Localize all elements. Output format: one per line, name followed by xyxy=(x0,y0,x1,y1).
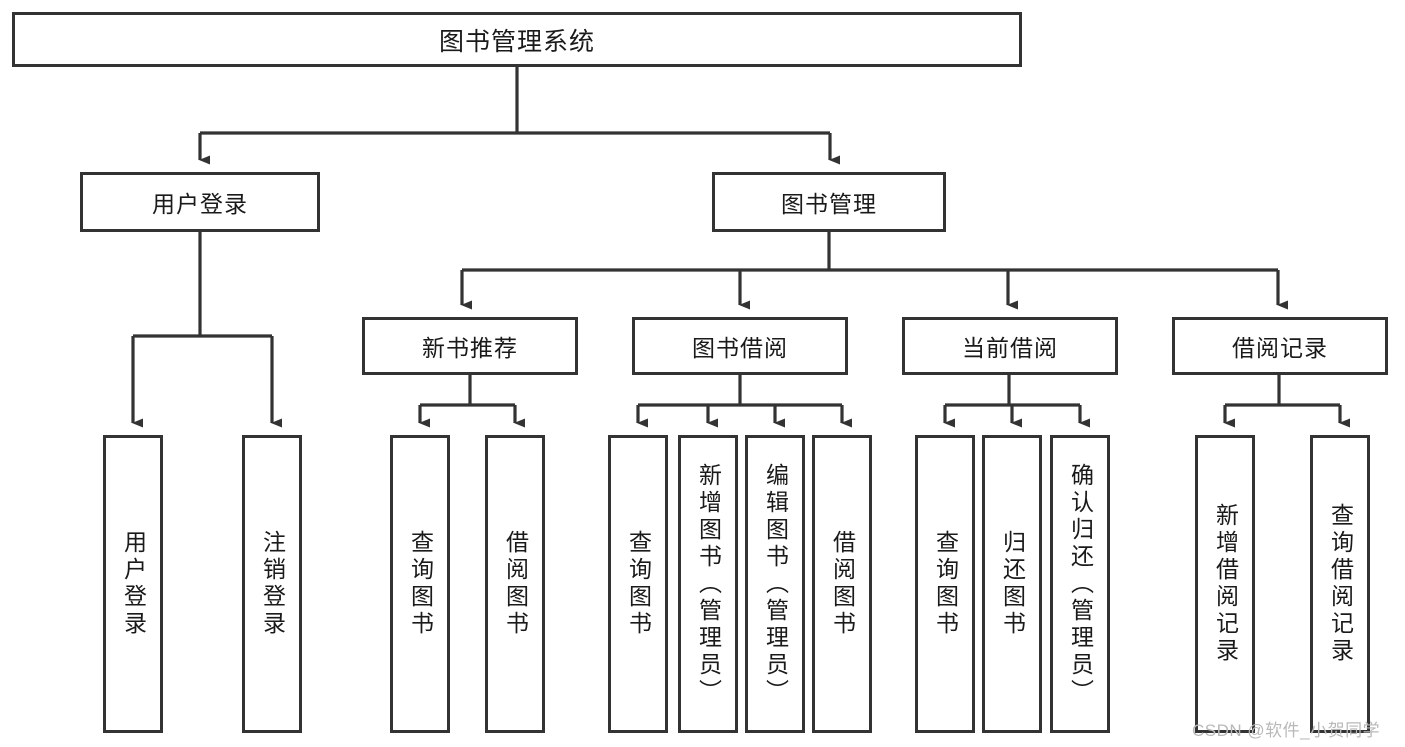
node-current-borrow[interactable]: 当前借阅 xyxy=(902,317,1118,375)
node-root[interactable]: 图书管理系统 xyxy=(12,12,1022,67)
leaf-add-book-admin[interactable]: 新增图书（管理员） xyxy=(678,435,738,733)
leaf-add-borrow-record-label: 新增借阅记录 xyxy=(1212,503,1239,665)
node-new-book-recommend[interactable]: 新书推荐 xyxy=(362,317,578,375)
leaf-user-login-label: 用户登录 xyxy=(120,530,147,638)
csdn-watermark: CSDN @软件_小贺同学 xyxy=(1192,721,1381,740)
leaf-logout-label: 注销登录 xyxy=(259,530,286,638)
leaf-confirm-return-admin[interactable]: 确认归还（管理员） xyxy=(1050,435,1110,733)
node-current-borrow-label: 当前借阅 xyxy=(962,335,1058,361)
node-book-management-label: 图书管理 xyxy=(781,191,877,217)
leaf-return-book[interactable]: 归还图书 xyxy=(982,435,1042,733)
leaf-borrow-book[interactable]: 借阅图书 xyxy=(812,435,872,733)
leaf-query-borrow-record-label: 查询借阅记录 xyxy=(1327,503,1354,665)
node-book-borrow-label: 图书借阅 xyxy=(692,335,788,361)
leaf-logout[interactable]: 注销登录 xyxy=(242,435,302,733)
leaf-query-book-borrow-label: 查询图书 xyxy=(625,530,652,638)
leaf-borrow-book-label: 借阅图书 xyxy=(829,530,856,638)
leaf-confirm-return-admin-label: 确认归还（管理员） xyxy=(1067,462,1094,706)
node-root-label: 图书管理系统 xyxy=(438,27,595,56)
node-book-management[interactable]: 图书管理 xyxy=(712,172,946,232)
node-user-login[interactable]: 用户登录 xyxy=(80,172,320,232)
node-borrow-record-label: 借阅记录 xyxy=(1232,335,1328,361)
leaf-add-book-admin-label: 新增图书（管理员） xyxy=(695,462,722,706)
leaf-query-book-newbook-label: 查询图书 xyxy=(407,530,434,638)
leaf-return-book-label: 归还图书 xyxy=(999,530,1026,638)
leaf-query-book-current[interactable]: 查询图书 xyxy=(915,435,975,733)
node-new-book-recommend-label: 新书推荐 xyxy=(422,335,518,361)
leaf-edit-book-admin[interactable]: 编辑图书（管理员） xyxy=(745,435,805,733)
leaf-edit-book-admin-label: 编辑图书（管理员） xyxy=(762,462,789,706)
leaf-borrow-book-newbook-label: 借阅图书 xyxy=(502,530,529,638)
leaf-borrow-book-newbook[interactable]: 借阅图书 xyxy=(485,435,545,733)
leaf-query-book-borrow[interactable]: 查询图书 xyxy=(608,435,668,733)
leaf-query-book-newbook[interactable]: 查询图书 xyxy=(390,435,450,733)
node-borrow-record[interactable]: 借阅记录 xyxy=(1172,317,1388,375)
leaf-add-borrow-record[interactable]: 新增借阅记录 xyxy=(1195,435,1255,733)
node-user-login-label: 用户登录 xyxy=(152,191,248,217)
leaf-query-book-current-label: 查询图书 xyxy=(932,530,959,638)
leaf-query-borrow-record[interactable]: 查询借阅记录 xyxy=(1310,435,1370,733)
node-book-borrow[interactable]: 图书借阅 xyxy=(632,317,848,375)
leaf-user-login[interactable]: 用户登录 xyxy=(103,435,163,733)
